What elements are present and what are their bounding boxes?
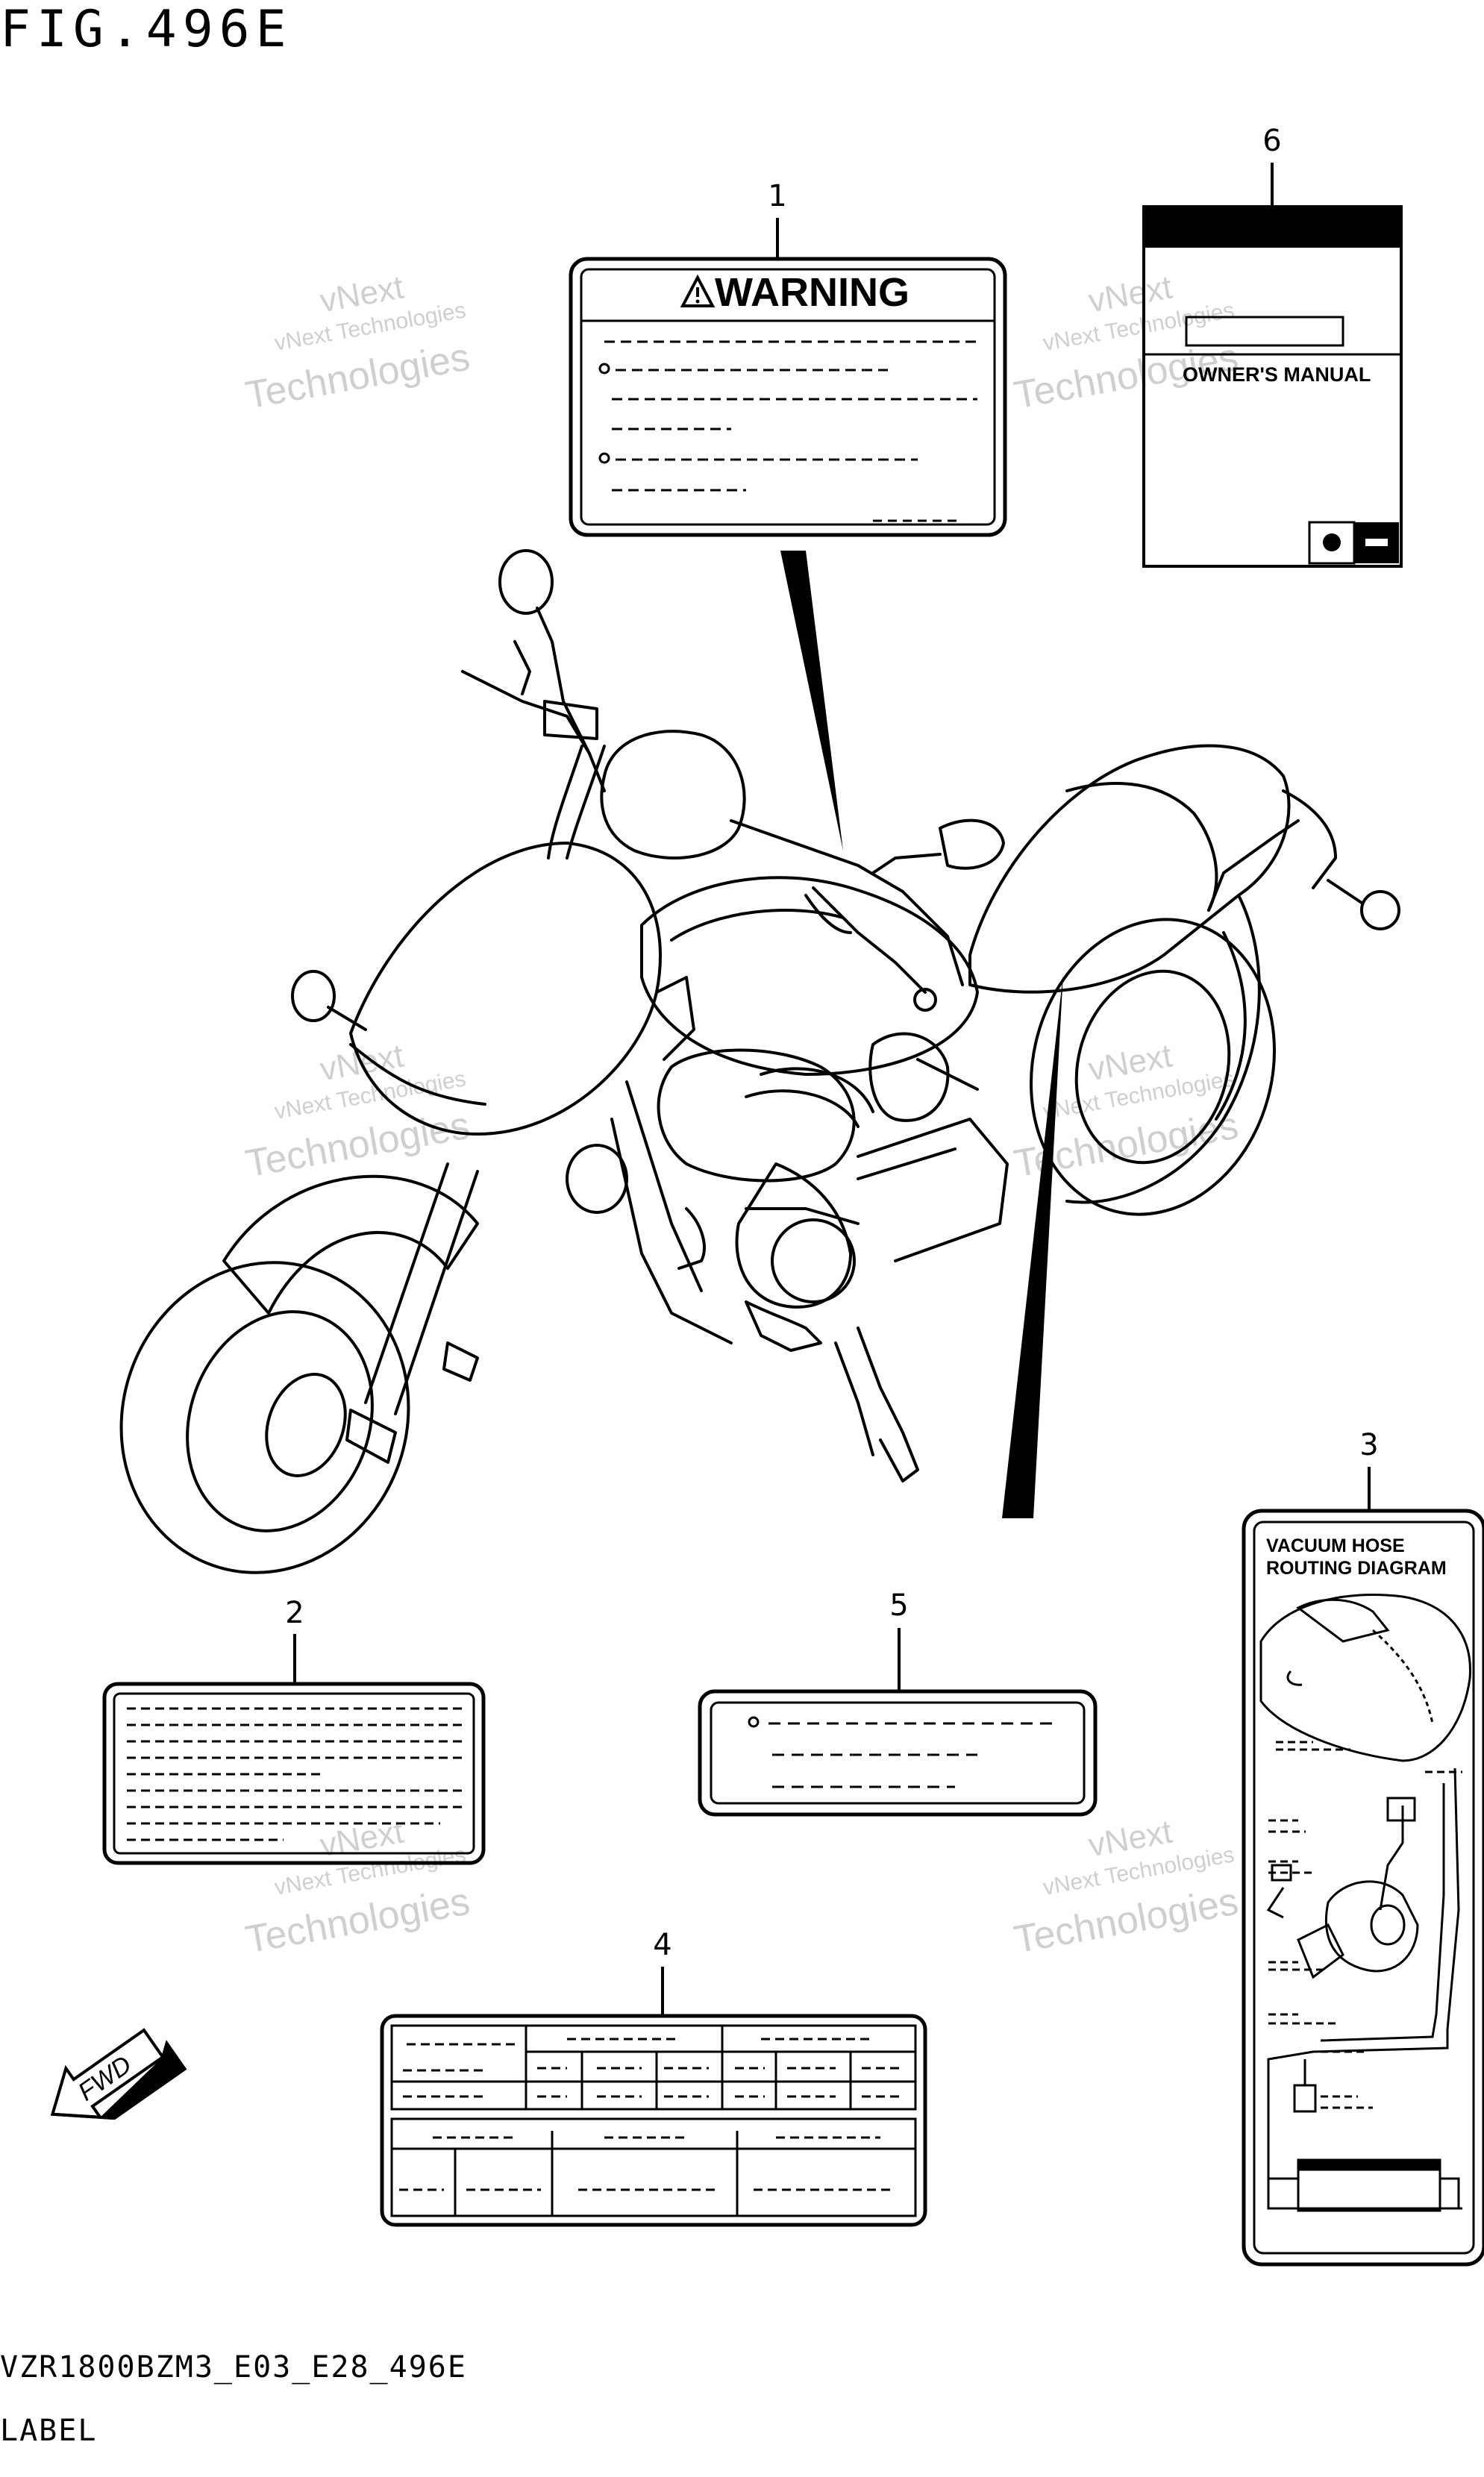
vacuum-title-line1: VACUUM HOSE bbox=[1266, 1535, 1405, 1556]
callout-5: 5 bbox=[889, 1588, 909, 1690]
callout-2: 2 bbox=[285, 1596, 304, 1682]
label-2 bbox=[102, 1682, 486, 1865]
callout-6: 6 bbox=[1262, 124, 1282, 205]
fwd-arrow: FWD bbox=[50, 2028, 187, 2120]
callout-number: 6 bbox=[1262, 124, 1281, 158]
callout-3: 3 bbox=[1359, 1428, 1379, 1511]
pointer-wedge-1 bbox=[780, 551, 843, 851]
callout-4: 4 bbox=[653, 1928, 672, 2014]
vacuum-title-line2: ROUTING DIAGRAM bbox=[1266, 1558, 1447, 1579]
warning-heading: WARNING bbox=[715, 270, 910, 315]
callout-number: 1 bbox=[768, 179, 786, 213]
motorcycle-illustration bbox=[119, 549, 1400, 1574]
callout-1: 1 bbox=[768, 179, 787, 257]
callout-number: 4 bbox=[653, 1928, 671, 1962]
callout-number: 5 bbox=[889, 1588, 908, 1623]
warning-label bbox=[569, 257, 1007, 537]
section-label: LABEL bbox=[0, 2414, 98, 2448]
watermark-group: vNext Technologies vNext Technologies vN… bbox=[242, 269, 1242, 1962]
owners-manual-title: OWNER'S MANUAL bbox=[1183, 363, 1371, 386]
callout-number: 2 bbox=[285, 1596, 304, 1630]
callout-number: 3 bbox=[1359, 1428, 1378, 1462]
vacuum-hose-label bbox=[1242, 1509, 1484, 2267]
pointer-wedge-5 bbox=[1002, 974, 1063, 1518]
model-code: VZR1800BZM3_E03_E28_496E bbox=[0, 2350, 467, 2384]
figure-title: FIG.496E bbox=[0, 0, 292, 59]
label-5 bbox=[698, 1689, 1098, 1817]
owners-manual-label bbox=[1142, 205, 1403, 568]
label-4 bbox=[380, 2014, 927, 2227]
